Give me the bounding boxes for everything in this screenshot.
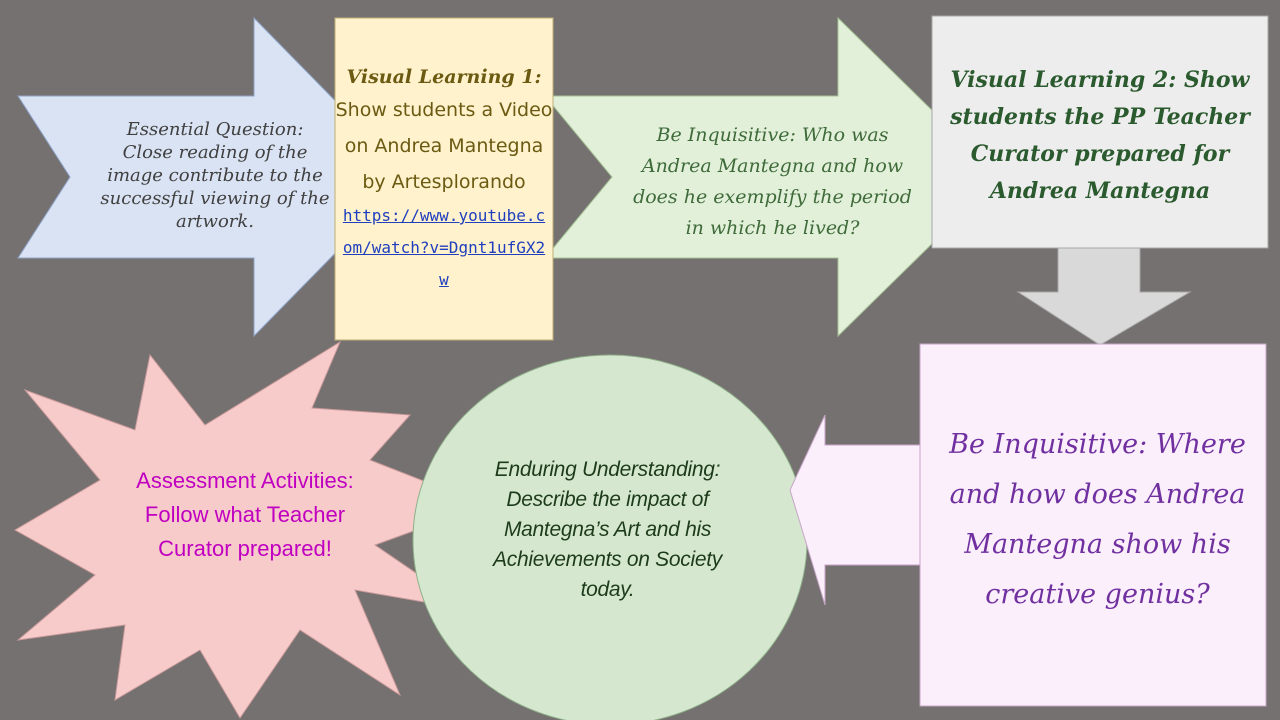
- essential-question-text: Essential Question: Close reading of the…: [100, 118, 330, 232]
- inquisitive-1-arrow: [543, 16, 1001, 338]
- down-arrow: [1016, 245, 1192, 346]
- visual-learning-1-text: Visual Learning 1: Show students a Video…: [335, 20, 553, 338]
- visual-learning-2-box: [931, 15, 1269, 249]
- video-link[interactable]: https://www.youtube.com/watch?v=Dgnt1ufG…: [342, 206, 546, 289]
- assessment-activities-text: Assessment Activities: Follow what Teach…: [136, 468, 354, 561]
- inquisitive-2-text: Be Inquisitive: Where and how does Andre…: [949, 429, 1246, 610]
- visual-learning-2-text: Visual Learning 2: Show students the PP …: [950, 67, 1250, 204]
- enduring-understanding-text: Enduring Understanding: Describe the imp…: [493, 458, 722, 601]
- inquisitive-2-box: [919, 343, 1267, 707]
- visual-learning-1-box: [334, 17, 554, 341]
- visual-learning-1-heading: Visual Learning 1:: [346, 66, 542, 88]
- inquisitive-1-text: Be Inquisitive: Who was Andrea Mantegna …: [633, 124, 912, 239]
- essential-arrow: [17, 16, 411, 338]
- visual-learning-1-body: Show students a Video on Andrea Mantegna…: [335, 99, 553, 193]
